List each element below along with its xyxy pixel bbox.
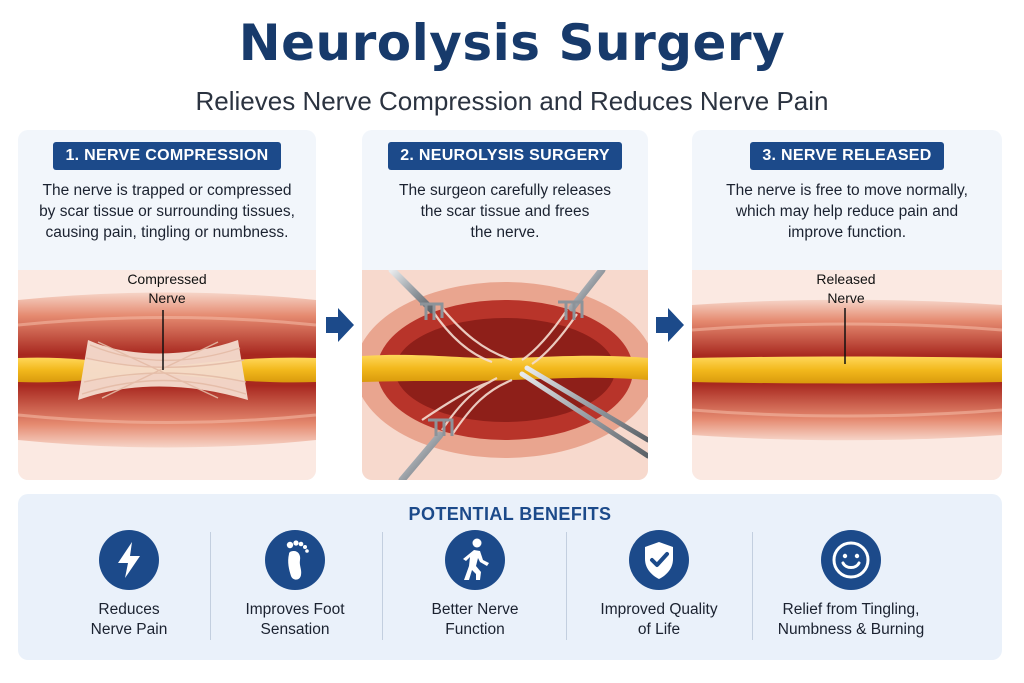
step-badge: 2. NEUROLYSIS SURGERY xyxy=(388,142,622,170)
benefit-item: Improves Foot Sensation xyxy=(200,530,390,640)
step-panel-surgery: 2. NEUROLYSIS SURGERY The surgeon carefu… xyxy=(362,130,648,480)
benefits-section: POTENTIAL BENEFITS Reduces Nerve Pain Im… xyxy=(18,494,1002,660)
step-badge: 3. NERVE RELEASED xyxy=(750,142,944,170)
compressed-nerve-illustration xyxy=(18,270,316,480)
lightning-bolt-icon xyxy=(99,530,159,590)
shield-check-icon xyxy=(629,530,689,590)
step-description: The nerve is trapped or compressed by sc… xyxy=(39,182,295,241)
benefit-label: Better Nerve Function xyxy=(431,601,519,638)
step-description: The nerve is free to move normally, whic… xyxy=(726,182,968,241)
benefit-label: Improved Quality of Life xyxy=(600,601,718,638)
benefit-label: Improves Foot Sensation xyxy=(245,601,345,638)
step-badge: 1. NERVE COMPRESSION xyxy=(53,142,281,170)
smiley-face-icon xyxy=(821,530,881,590)
page-title: Neurolysis Surgery xyxy=(238,14,786,72)
divider xyxy=(566,532,567,640)
benefit-item: Reduces Nerve Pain xyxy=(34,530,224,640)
walking-person-icon xyxy=(445,530,505,590)
divider xyxy=(210,532,211,640)
divider xyxy=(752,532,753,640)
forceps-icon xyxy=(519,365,648,459)
benefit-item: Better Nerve Function xyxy=(380,530,570,640)
released-nerve-illustration xyxy=(692,270,1002,480)
retractor-icon xyxy=(388,270,606,480)
arrow-right-icon xyxy=(326,308,354,342)
page-subtitle: Relieves Nerve Compression and Reduces N… xyxy=(195,86,829,116)
surgery-illustration xyxy=(362,270,648,480)
compressed-nerve-label: Compressed Nerve xyxy=(127,271,207,306)
benefit-item: Relief from Tingling, Numbness & Burning xyxy=(756,530,946,640)
arrow-right-icon xyxy=(656,308,684,342)
footprint-icon xyxy=(265,530,325,590)
step-panel-compression: 1. NERVE COMPRESSION The nerve is trappe… xyxy=(18,130,316,480)
benefit-label: Reduces Nerve Pain xyxy=(90,601,168,638)
benefit-label: Relief from Tingling, Numbness & Burning xyxy=(777,601,925,638)
benefit-item: Improved Quality of Life xyxy=(564,530,754,640)
benefits-title: POTENTIAL BENEFITS xyxy=(408,504,612,524)
step-description: The surgeon carefully releases the scar … xyxy=(399,182,611,241)
released-nerve-label: Released Nerve xyxy=(816,271,876,306)
divider xyxy=(382,532,383,640)
step-panel-released: 3. NERVE RELEASED The nerve is free to m… xyxy=(692,130,1002,480)
